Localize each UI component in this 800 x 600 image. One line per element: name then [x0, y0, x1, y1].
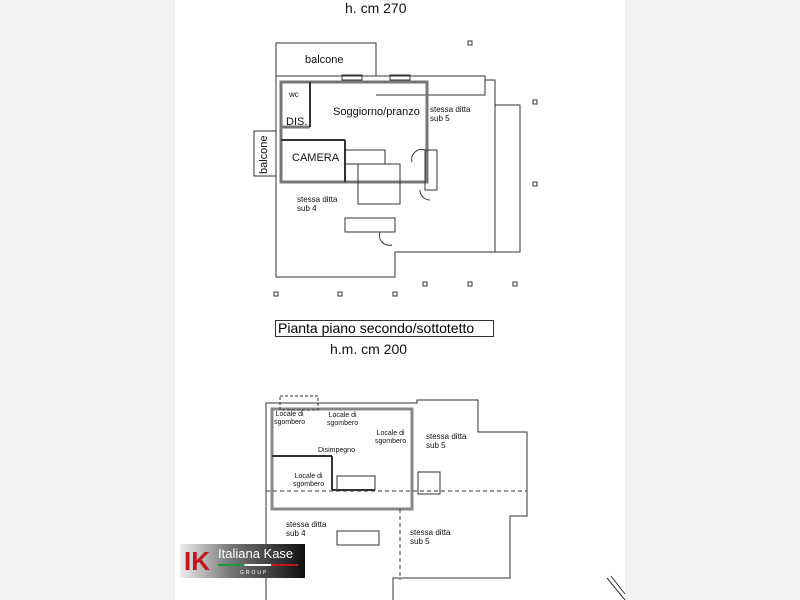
- neighbor2-sub5-bottom: stessa ditta sub 5: [410, 528, 451, 546]
- italiana-kase-logo: IK Italiana Kase GROUP: [180, 544, 305, 578]
- neighbor-sub4: stessa ditta sub 4: [297, 195, 338, 213]
- logo-name: Italiana Kase: [218, 546, 294, 561]
- logo-k-icon: IK: [184, 546, 210, 576]
- room-sgombero-1: Locale di sgombero: [274, 411, 306, 426]
- room-disimpegno: Disimpegno: [318, 447, 355, 454]
- floor1-walls: [253, 42, 521, 278]
- plan-sheet: [175, 0, 625, 600]
- room-sgombero-4: Locale di sgombero: [293, 473, 325, 488]
- north-arrow-icon: [606, 575, 626, 600]
- room-sgombero-2: Locale di sgombero: [327, 412, 359, 427]
- neighbor-sub5: stessa ditta sub 5: [430, 105, 471, 123]
- logo-group: GROUP: [240, 570, 269, 576]
- neighbor2-sub5-top: stessa ditta sub 5: [426, 432, 467, 450]
- neighbor2-sub4: stessa ditta sub 4: [286, 520, 327, 538]
- room-balcone-side: balcone: [258, 135, 270, 174]
- room-dis: DIS.: [286, 116, 308, 128]
- room-wc: wc: [289, 90, 299, 99]
- room-sgombero-3: Locale di sgombero: [375, 430, 407, 445]
- room-camera: CAMERA: [292, 152, 340, 164]
- floor1-markers: [273, 40, 538, 297]
- floor2-walls: [265, 395, 528, 600]
- logo-flag-bar: [218, 564, 298, 566]
- room-balcone-top: balcone: [305, 54, 344, 66]
- room-soggiorno: Soggiorno/pranzo: [333, 106, 420, 118]
- ceiling-height-floor1: h. cm 270: [345, 0, 407, 16]
- plan-title: Pianta piano secondo/sottotetto: [275, 320, 494, 337]
- ceiling-height-floor2: h.m. cm 200: [330, 341, 408, 357]
